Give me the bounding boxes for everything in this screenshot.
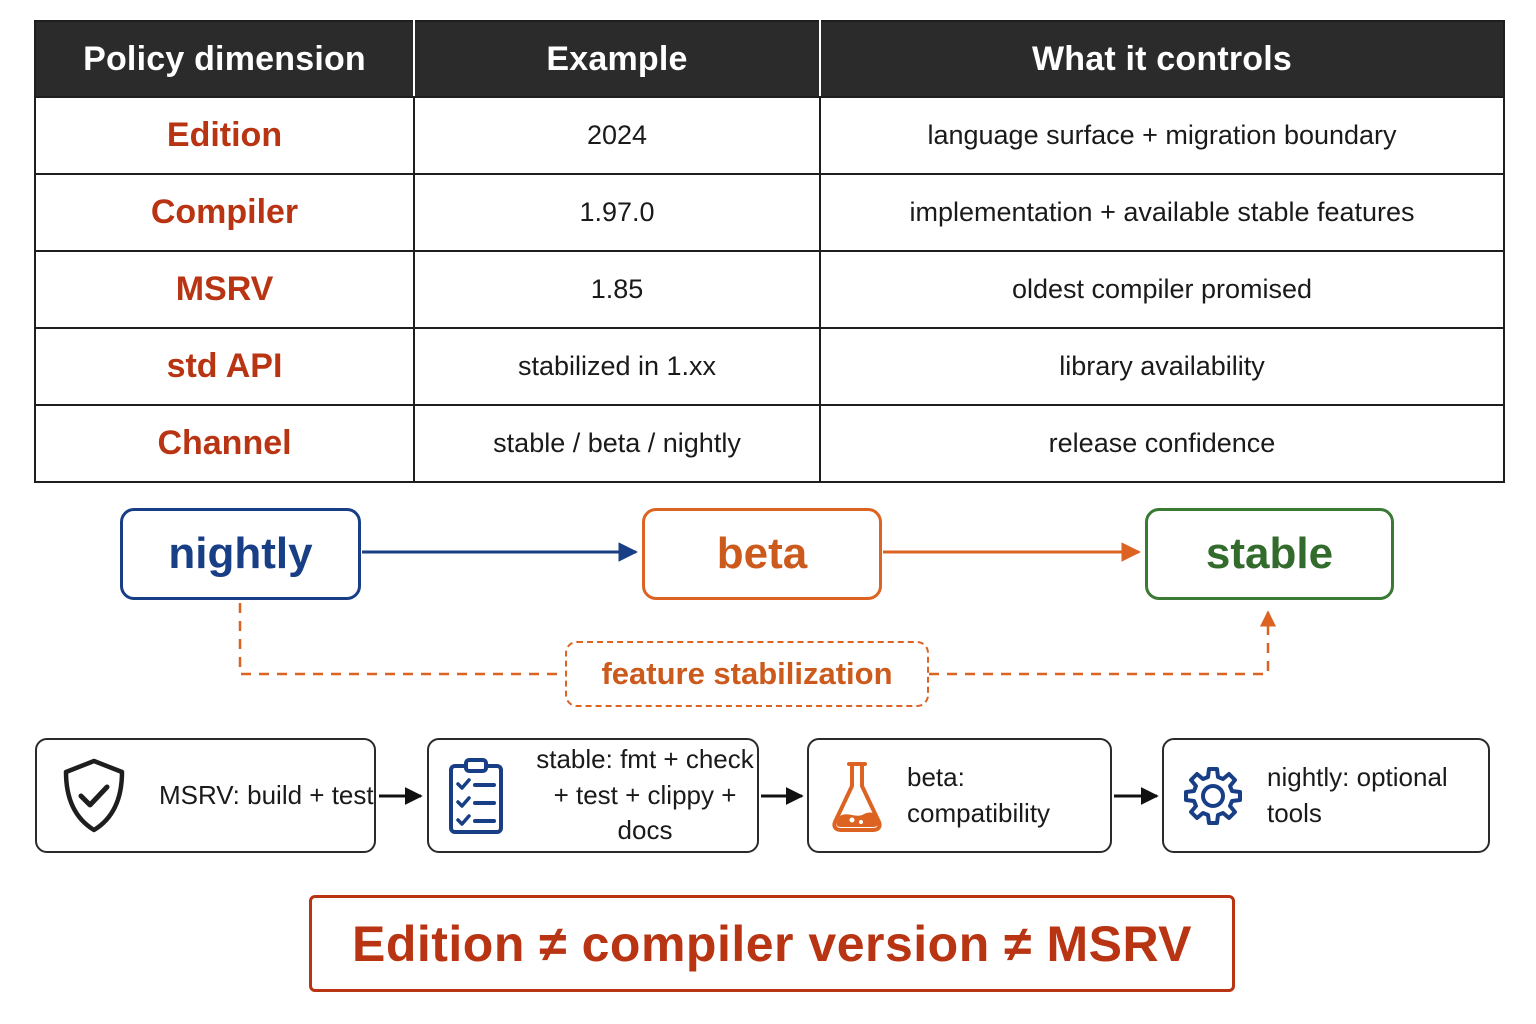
ci-step-nightly-line: nightly: optional tools <box>1267 761 1448 828</box>
controls-cell: oldest compiler promised <box>819 250 1505 329</box>
ci-step-stable-text: stable: fmt + check + test + clippy + do… <box>533 742 757 850</box>
column-header-what-it-controls: What it controls <box>820 21 1504 98</box>
ci-step-beta: beta: compatibility <box>807 738 1112 853</box>
gear-icon <box>1177 761 1249 831</box>
dimension-cell: Channel <box>34 404 415 483</box>
ci-step-msrv-text: MSRV: build + test <box>159 778 374 814</box>
channel-stable: stable <box>1145 508 1394 600</box>
channel-stable-label: stable <box>1205 529 1334 578</box>
example-cell: stabilized in 1.xx <box>413 327 821 406</box>
example-cell: 1.97.0 <box>413 173 821 252</box>
channel-nightly: nightly <box>120 508 361 600</box>
policy-table: Policy dimension Example What it control… <box>34 20 1505 483</box>
example-cell: 1.85 <box>413 250 821 329</box>
controls-cell: language surface + migration boundary <box>819 96 1505 175</box>
ci-step-msrv-line: MSRV: build + test <box>159 779 374 810</box>
shield-check-icon <box>59 757 129 835</box>
flask-icon <box>827 758 887 834</box>
ci-step-msrv: MSRV: build + test <box>35 738 376 853</box>
column-header-policy-dimension: Policy dimension <box>35 21 415 98</box>
example-cell: stable / beta / nightly <box>413 404 821 483</box>
table-row: Edition 2024 language surface + migratio… <box>34 96 1505 175</box>
column-header-example: Example <box>414 21 821 98</box>
summary-banner: Edition ≠ compiler version ≠ MSRV <box>309 895 1235 992</box>
table-row: std API stabilized in 1.xx library avail… <box>34 327 1505 406</box>
ci-step-nightly-text: nightly: optional tools <box>1267 760 1488 832</box>
feature-stabilization-label: feature stabilization <box>601 656 893 691</box>
ci-step-beta-line: beta: compatibility <box>907 761 1051 828</box>
controls-cell: release confidence <box>819 404 1505 483</box>
table-row: MSRV 1.85 oldest compiler promised <box>34 250 1505 329</box>
table-header-row: Policy dimension Example What it control… <box>35 21 1504 98</box>
table-row: Channel stable / beta / nightly release … <box>34 404 1505 483</box>
summary-banner-text: Edition ≠ compiler version ≠ MSRV <box>351 915 1193 972</box>
ci-step-beta-text: beta: compatibility <box>907 760 1110 832</box>
dimension-cell: Edition <box>34 96 415 175</box>
controls-cell: implementation + available stable featur… <box>819 173 1505 252</box>
clipboard-checklist-icon <box>445 757 507 835</box>
dashed-path-stabilization-to-stable <box>929 610 1277 676</box>
example-cell: 2024 <box>413 96 821 175</box>
dimension-cell: std API <box>34 327 415 406</box>
ci-step-stable-line: stable: fmt + check <box>536 743 754 774</box>
dimension-cell: Compiler <box>34 173 415 252</box>
feature-stabilization-box: feature stabilization <box>565 641 929 707</box>
dashed-path-nightly-to-stabilization <box>238 603 565 676</box>
table-row: Compiler 1.97.0 implementation + availab… <box>34 173 1505 252</box>
channel-beta: beta <box>642 508 882 600</box>
ci-step-stable: stable: fmt + check + test + clippy + do… <box>427 738 759 853</box>
ci-step-nightly: nightly: optional tools <box>1162 738 1490 853</box>
ci-step-stable-line: + test + clippy + docs <box>553 779 737 846</box>
channel-nightly-label: nightly <box>168 529 313 578</box>
dimension-cell: MSRV <box>34 250 415 329</box>
controls-cell: library availability <box>819 327 1505 406</box>
channel-beta-label: beta <box>716 529 808 578</box>
